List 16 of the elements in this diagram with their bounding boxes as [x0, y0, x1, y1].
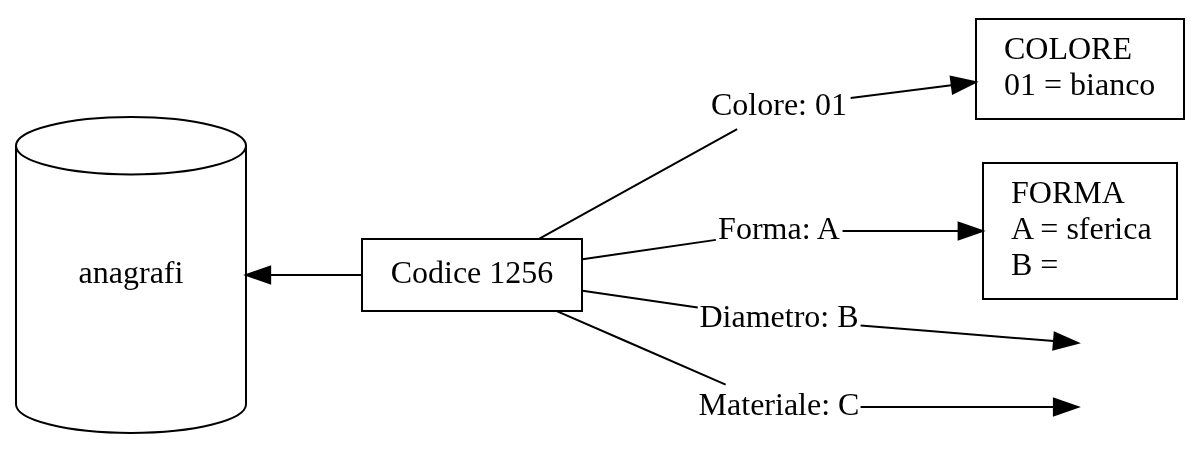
connector	[555, 310, 727, 386]
connector	[581, 289, 699, 309]
connector	[581, 238, 717, 261]
node-text: Forma: A	[718, 209, 840, 246]
arrow	[849, 75, 979, 100]
node-text: Diametro: B	[699, 297, 859, 334]
node-box: COLORE 01 = bianco	[975, 18, 1185, 120]
node-box: FORMA A = sferica B =	[982, 162, 1178, 300]
node-text: Materiale: C	[698, 385, 860, 422]
arrow	[243, 265, 363, 285]
arrow	[859, 324, 1081, 351]
connector	[538, 128, 739, 240]
arrow	[859, 397, 1081, 417]
arrow	[841, 221, 986, 241]
node-box: Codice 1256	[361, 238, 583, 312]
node-text: Colore: 01	[711, 85, 847, 122]
